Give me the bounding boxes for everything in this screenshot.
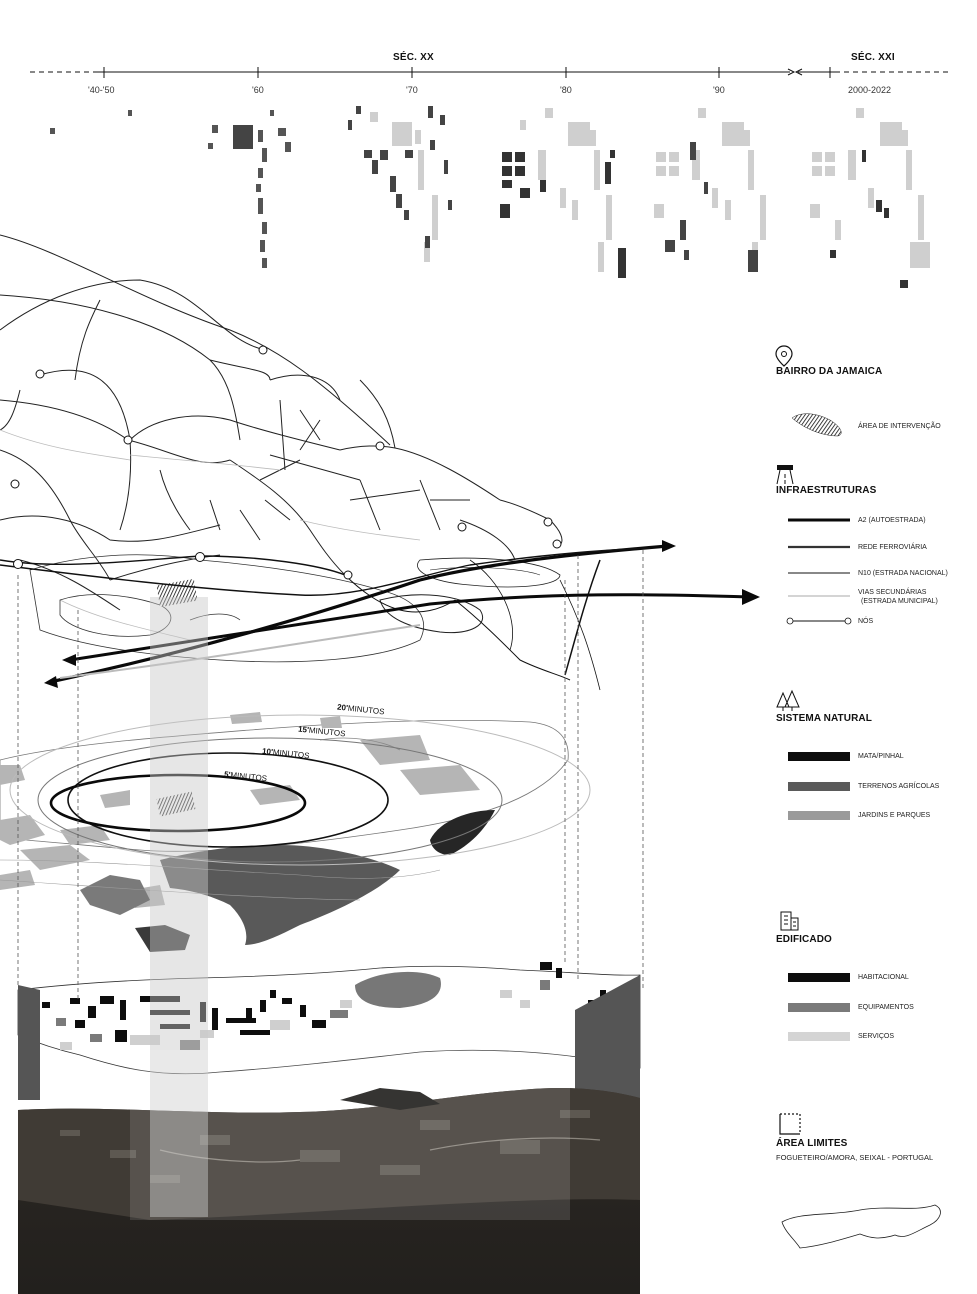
legend-title-edificado: EDIFICADO — [776, 934, 832, 945]
decade-label-80s: '80 — [560, 85, 572, 95]
legend-item-vias: VIAS SECUNDÁRIAS — [858, 589, 927, 596]
legend-item-n10: N10 (ESTRADA NACIONAL) — [858, 570, 948, 577]
legend-title-natural: SISTEMA NATURAL — [776, 713, 872, 724]
trees-icon — [776, 689, 800, 711]
evolution-plan-60s — [208, 110, 291, 268]
legend-item-mata: MATA/PINHAL — [858, 753, 904, 760]
legend-item-vias-sub: (ESTRADA MUNICIPAL) — [861, 598, 938, 605]
decade-label-60s: '60 — [252, 85, 264, 95]
evolution-plan-40s — [50, 110, 132, 134]
decade-label-90s: '90 — [713, 85, 725, 95]
area-outline-map — [781, 1204, 941, 1249]
legend-item-agricolas: TERRENOS AGRÍCOLAS — [858, 783, 940, 790]
road-network-layer — [0, 234, 563, 641]
photo-projection-band — [130, 1050, 570, 1220]
legend-title-infra: INFRAESTRUTURAS — [776, 485, 877, 496]
legend-graphics — [775, 345, 941, 1249]
evolution-plan-70s — [348, 106, 452, 262]
legend-item-intervencao: ÁREA DE INTERVENÇÃO — [858, 423, 941, 430]
legend-item-jardins: JARDINS E PARQUES — [858, 812, 931, 819]
decade-label-70s: '70 — [406, 85, 418, 95]
legend-item-a2: A2 (AUTOESTRADA) — [858, 517, 926, 524]
intervention-area-projection-band — [150, 597, 208, 1217]
boundary-corner-icon — [779, 1113, 801, 1135]
legend-area-location: FOGUETEIRO/AMORA, SEIXAL - PORTUGAL — [776, 1153, 934, 1162]
infrastructure-layer — [0, 345, 760, 691]
decade-label-2000s: 2000-2022 — [848, 85, 892, 95]
projection-guides — [17, 550, 644, 1000]
legend-title-area: ÁREA LIMITES — [776, 1138, 848, 1149]
built-fabric-layer — [17, 962, 641, 1120]
evolution-plan-90s — [654, 108, 766, 272]
legend-item-habitacional: HABITACIONAL — [858, 974, 909, 981]
building-icon — [780, 911, 799, 931]
legend-item-equipamentos: EQUIPAMENTOS — [858, 1004, 914, 1011]
decade-label-40s: '40-'50 — [88, 85, 115, 95]
evolution-plan-80s — [500, 108, 626, 278]
legend-item-servicos: SERVIÇOS — [858, 1033, 895, 1040]
legend-item-nos: NÓS — [858, 618, 874, 625]
aerial-photo-layer — [18, 1087, 640, 1294]
road-icon — [776, 465, 794, 485]
evolution-plan-2000s — [810, 108, 930, 288]
timeline-axis — [30, 67, 950, 78]
legend-item-ferrovia: REDE FERROVIÁRIA — [858, 544, 927, 551]
century-label-xx: SÉC. XX — [393, 52, 434, 63]
intervention-area-swatch — [791, 413, 842, 437]
natural-system-layer — [0, 712, 591, 952]
century-label-xxi: SÉC. XXI — [851, 52, 895, 63]
legend-title-bairro: BAIRRO DA JAMAICA — [776, 366, 883, 377]
location-pin-icon — [775, 345, 793, 367]
